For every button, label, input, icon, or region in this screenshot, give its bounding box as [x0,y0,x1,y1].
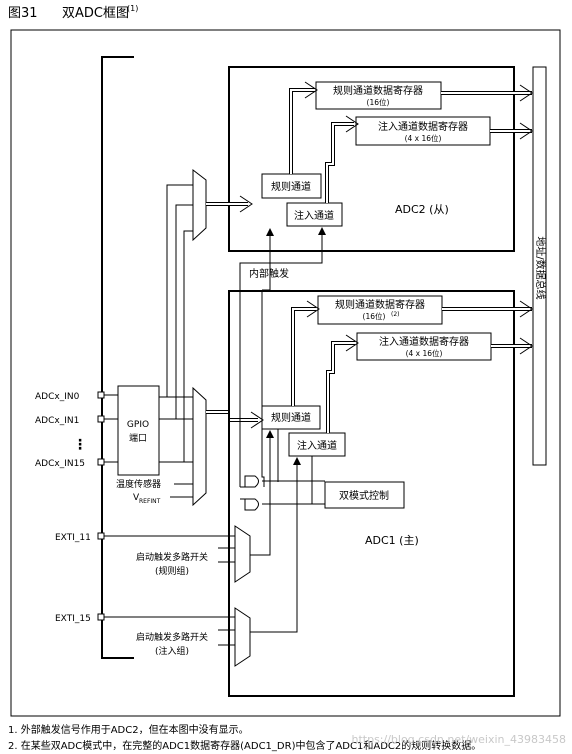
adc2-regular-data-register [315,81,442,110]
adc2-bus-arrow-1 [519,84,533,102]
injected-trigger-mux [234,607,251,667]
adc1-injected-data-register [356,332,492,361]
gpio-port-label: 端口 [129,432,147,444]
adc1-regular-register-footnote: (2) [391,311,400,318]
figure-title-footnote: (1) [127,4,138,13]
watermark: https://blog.csdn.net/weixin_43983458 [351,733,566,746]
adc1-regular-register-size: (16位) [363,311,386,321]
adc2-injected-register-label: 注入通道数据寄存器 [378,120,468,133]
adc1-injected-register-label: 注入通道数据寄存器 [379,335,469,348]
adc1-label: ADC1 (主) [365,534,419,547]
gate-1 [244,475,259,488]
adc1-regular-data-register [317,295,443,325]
adc2-injected-channel-label: 注入通道 [294,209,334,222]
adc2-injected-channel [286,202,343,227]
figure-number: 图31 [8,6,38,21]
adc2-label: ADC2 (从) [395,203,449,216]
adc2-regular-arrow [304,81,318,99]
adc1-injected-channel [288,432,346,457]
pin-adcx-in15: ADCx_IN15 [35,459,85,469]
adc2-regular-channel-label: 规则通道 [271,180,311,193]
pin-adcx-in0: ADCx_IN0 [35,392,80,402]
dual-mode-control-label: 双模式控制 [339,489,389,502]
figure-title: 双ADC框图 [62,6,129,21]
gate-2 [244,498,259,511]
internal-trigger-regular [261,290,265,487]
dual-mode-control [324,481,405,509]
internal-trigger-label: 内部触发 [249,267,289,280]
adc2-input-mux [192,168,207,242]
adc2-injected-register-size: (4 x 16位) [405,133,442,143]
adc1-injected-channel-label: 注入通道 [297,439,337,452]
adc2-injected-arrow [345,115,359,133]
adc1-regular-channel-label: 规则通道 [271,411,311,424]
pin-adcx-in1: ADCx_IN1 [35,416,79,426]
gpio-label: GPIO [127,420,149,430]
internal-trigger-injected [239,227,326,487]
vrefint-label: V [133,493,140,503]
adc2-block [228,66,515,252]
gpio-port [117,385,160,476]
figure-frame [10,29,561,717]
pin-exti11: EXTI_11 [55,533,91,543]
adc2-regular-register-size: (16位) [367,97,390,107]
pin-ellipsis: ⋮ [73,437,87,453]
injected-trigger-mux-label: 启动触发多路开关 [136,631,208,643]
footnote-1: 1. 外部触发信号作用于ADC2，但在本图中没有显示。 [8,725,249,736]
injected-trigger-mux-group: (注入组) [155,645,189,657]
adc1-regular-register-label: 规则通道数据寄存器 [335,298,425,311]
temp-sensor-label: 温度传感器 [116,478,161,490]
regular-trigger-mux [234,525,251,583]
address-data-bus [532,66,547,466]
adc1-data-paths [230,307,532,433]
adc2-regular-channel [261,173,322,199]
adc2-bus-arrow-2 [519,122,533,140]
vrefint-subscript: REFINT [139,498,161,505]
regular-trigger-mux-group: (规则组) [155,565,189,577]
regular-trigger-mux-label: 启动触发多路开关 [136,551,208,563]
pin-exti15: EXTI_15 [55,614,91,624]
adc2-regular-register-label: 规则通道数据寄存器 [333,84,423,97]
bus-label: 地址/数据总线 [534,236,547,299]
adc2-data-paths [289,88,532,203]
analog-routing [159,184,193,463]
adc1-injected-register-size: (4 x 16位) [406,348,443,358]
footnote-2: 2. 在某些双ADC模式中，在完整的ADC1数据寄存器(ADC1_DR)中包含了… [8,741,482,752]
adc2-injected-data-register [355,116,491,146]
adc1-input-mux [192,386,207,507]
adc1-block [228,290,515,697]
input-bracket [101,56,134,659]
